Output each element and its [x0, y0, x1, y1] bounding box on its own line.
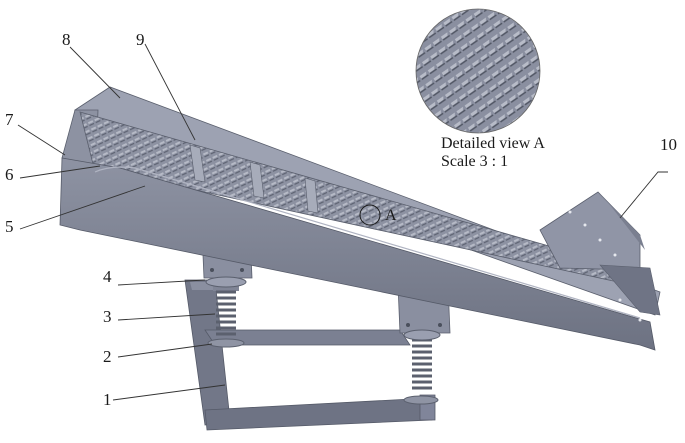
- spring-right: [403, 330, 439, 405]
- callout-3: 3: [103, 307, 112, 326]
- detail-scale: Scale 3 : 1: [441, 153, 508, 170]
- screen-body: [59, 86, 661, 351]
- detail-marker: A: [359, 204, 397, 226]
- callout-labels: 1 2 3 4 5 6 7 8 9 10: [5, 30, 677, 409]
- detail-caption: Detailed view A: [441, 135, 545, 152]
- callout-10: 10: [660, 135, 677, 154]
- spring-left: [207, 285, 245, 348]
- svg-text:A: A: [385, 207, 397, 224]
- callout-5: 5: [5, 217, 14, 236]
- callout-leaders: [17, 43, 668, 401]
- detail-view: Detailed view A Scale 3 : 1: [415, 8, 545, 170]
- callout-2: 2: [103, 347, 112, 366]
- callout-6: 6: [5, 165, 14, 184]
- callout-8: 8: [62, 30, 71, 49]
- callout-1: 1: [103, 390, 112, 409]
- callout-9: 9: [136, 30, 145, 49]
- callout-7: 7: [5, 110, 14, 129]
- callout-4: 4: [103, 267, 112, 286]
